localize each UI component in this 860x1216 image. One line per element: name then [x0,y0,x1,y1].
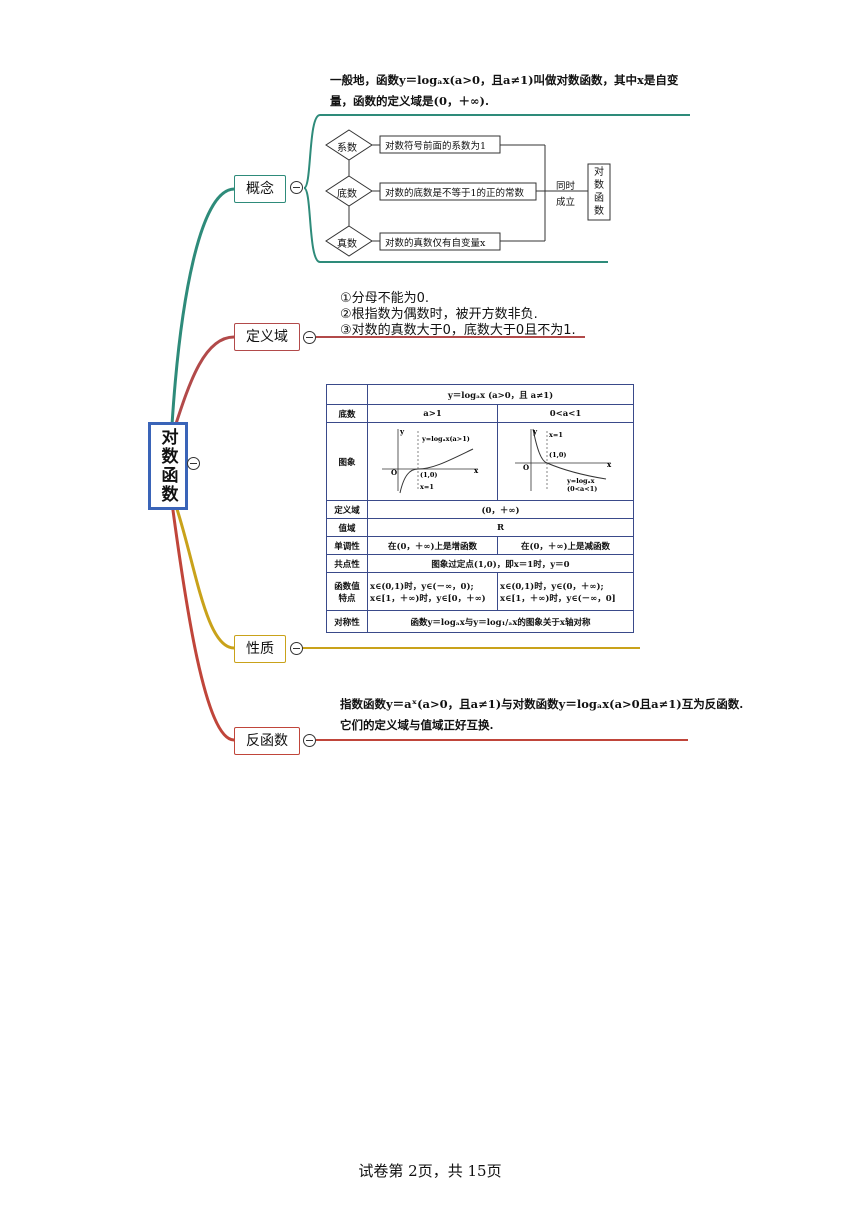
graph-right-origin-label: O [523,463,529,472]
property-table: y＝logₐx (a>0，且 a≠1) 底数 a>1 0<a<1 图象 x y … [326,384,634,633]
col-a-gt-1: a>1 [367,404,498,423]
branch-concept[interactable]: 概念 [234,175,286,203]
graph-decreasing: x y O (1,0) x=1 y=logₐx (0<a<1) [514,427,612,493]
row-sym-value: 函数y＝logₐx与y＝log₁/ₐx的图象关于x轴对称 [367,610,634,633]
graph-increasing: x y O (1,0) x=1 y=logₐx(a>1) [381,427,479,494]
flow-box-coef: 对数符号前面的系数为1 [385,141,487,152]
graph-right-cond-label: (0<a<1) [567,485,597,493]
row-graph-header: 图象 [326,422,368,501]
graph-right-curve-label: y=logₐx [566,477,595,485]
row-sym-header: 对称性 [326,610,368,633]
graph-left-y-label: y [399,427,405,436]
graph-right-x1-label: x=1 [549,431,563,439]
row-domain-value: (0，＋∞) [367,500,634,519]
branch-inverse[interactable]: 反函数 [234,727,300,755]
row-mono-right: 在(0，＋∞)上是减函数 [497,536,634,555]
row-feature-right-1: x∈(0,1)时，y∈(0，＋∞); [500,581,604,592]
branch-concept-label: 概念 [246,181,274,197]
flow-result: 对数函数 [594,167,604,217]
table-title: y＝logₐx (a>0，且 a≠1) [367,384,634,405]
root-label: 对数函数 [157,428,178,504]
branch-inverse-label: 反函数 [246,733,288,749]
row-domain-header: 定义域 [326,500,368,519]
concept-collapse-icon[interactable] [290,181,303,194]
row-feature-header: 函数值 特点 [326,572,368,611]
row-common-header: 共点性 [326,554,368,573]
flow-diamond-coef: 系数 [337,143,357,154]
branch-property[interactable]: 性质 [234,635,286,663]
domain-rule-3: ③对数的真数大于0，底数大于0且不为1. [340,323,576,338]
domain-collapse-icon[interactable] [303,331,316,344]
flow-box-base: 对数的底数是不等于1的正的常数 [385,188,525,199]
property-collapse-icon[interactable] [290,642,303,655]
flow-merge-label-1: 同时 [556,181,576,192]
page-footer: 试卷第 2页，共 15页 [358,1162,502,1180]
domain-rule-1: ①分母不能为0. [340,291,430,306]
row-feature-left-2: x∈[1，＋∞)时，y∈[0，＋∞) [370,593,486,604]
root-node[interactable]: 对数函数 [148,422,188,510]
flow-merge-label-2: 成立 [556,197,576,208]
graph-left-curve-label: y=logₐx(a>1) [421,435,470,443]
inverse-line-1: 指数函数y＝aˣ(a>0，且a≠1)与对数函数y＝logₐx(a>0且a≠1)互… [340,697,744,711]
row-feature-left: x∈(0,1)时，y∈(－∞，0); x∈[1，＋∞)时，y∈[0，＋∞) [367,572,498,611]
graph-left-cell: x y O (1,0) x=1 y=logₐx(a>1) [367,422,498,501]
domain-rule-2: ②根指数为偶数时，被开方数非负. [340,307,538,322]
concept-flowchart [325,129,611,257]
row-feature-left-1: x∈(0,1)时，y∈(－∞，0); [370,581,474,592]
graph-left-x1-label: x=1 [420,483,434,491]
graph-right-y-label: y [532,427,538,436]
row-mono-left: 在(0，＋∞)上是增函数 [367,536,498,555]
inverse-collapse-icon[interactable] [303,734,316,747]
branch-property-label: 性质 [246,641,274,657]
row-feature-right: x∈(0,1)时，y∈(0，＋∞); x∈[1，＋∞)时，y∈(－∞，0] [497,572,634,611]
concept-intro: 一般地，函数y＝logₐx(a>0，且a≠1)叫做对数函数，其中x是自变量，函数… [330,73,679,108]
row-feature-right-2: x∈[1，＋∞)时，y∈(－∞，0] [500,593,616,604]
branch-domain[interactable]: 定义域 [234,323,300,351]
row-range-header: 值域 [326,518,368,537]
row-range-value: R [367,518,634,537]
root-collapse-icon[interactable] [187,457,200,470]
graph-left-x-label: x [474,466,479,475]
graph-right-x-label: x [607,460,612,469]
flow-diamond-base: 底数 [337,189,357,200]
branch-domain-label: 定义域 [246,329,288,345]
row-mono-header: 单调性 [326,536,368,555]
col-a-lt-1: 0<a<1 [497,404,634,423]
row-common-value: 图象过定点(1,0)，即x＝1时，y＝0 [367,554,634,573]
row-feature-header-1: 函数值 [334,581,360,592]
row-base-header: 底数 [326,404,368,423]
graph-left-point-label: (1,0) [420,471,437,479]
inverse-line-2: 它们的定义域与值域正好互换. [340,718,494,732]
graph-right-point-label: (1,0) [549,451,566,459]
graph-right-cell: x y O (1,0) x=1 y=logₐx (0<a<1) [497,422,634,501]
flow-box-arg: 对数的真数仅有自变量x [385,238,486,249]
flow-diamond-arg: 真数 [337,239,357,250]
graph-left-origin-label: O [391,468,397,477]
row-feature-header-2: 特点 [338,593,356,604]
